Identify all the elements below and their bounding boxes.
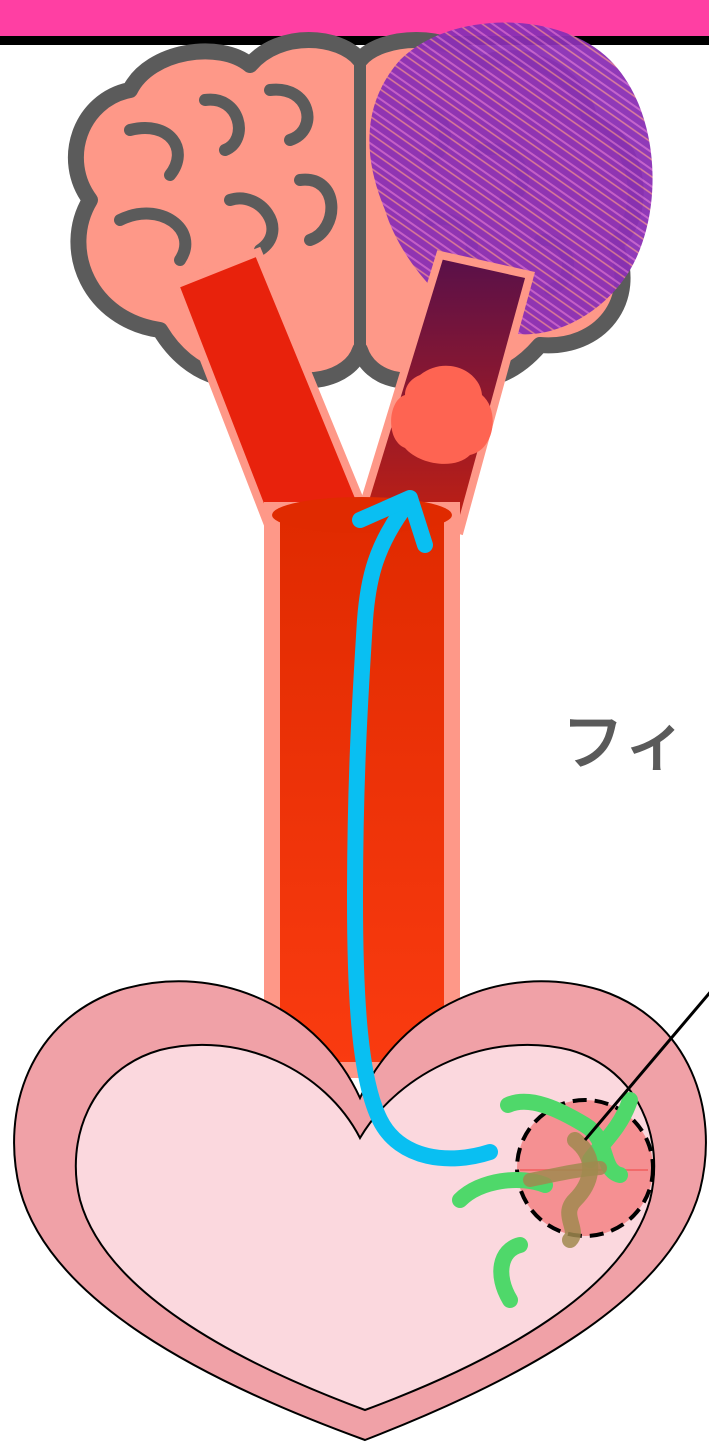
annotation-label: フィ xyxy=(562,692,689,782)
